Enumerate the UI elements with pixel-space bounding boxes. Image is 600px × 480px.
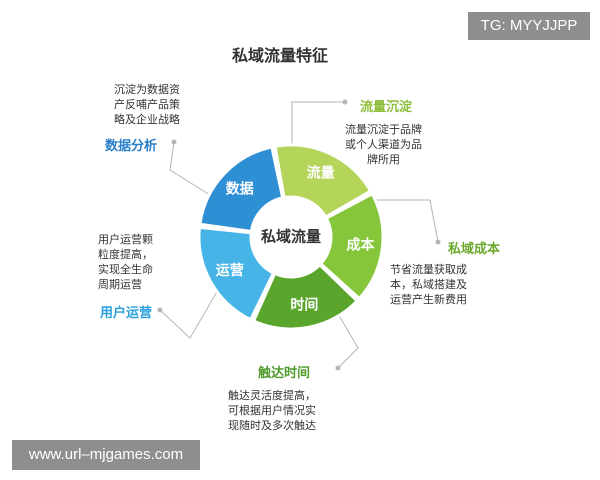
watermark-url: www.url–mjgames.com: [12, 440, 200, 470]
category-shuju-fenxi: 数据分析: [105, 139, 158, 154]
desc-line: 沉淀为数据资: [114, 83, 180, 96]
segment-label-2: 时间: [290, 297, 318, 314]
desc-line: 触达灵活度提高，: [228, 389, 316, 402]
ring-segment-3: [197, 225, 276, 322]
leader-line-3: [159, 289, 219, 339]
desc-line: 略及企业战略: [114, 113, 180, 126]
desc-liuliang: 流量沉淀于品牌 或个人渠道为品 牌所用: [345, 122, 455, 167]
leader-line-1: [372, 199, 439, 243]
desc-line: 或个人渠道为品: [345, 138, 422, 151]
ring-segment-0: [273, 143, 373, 220]
watermark-tg: TG: MYYJJPP: [468, 12, 590, 40]
leader-dot-4: [171, 139, 177, 145]
center-label: 私域流量: [260, 228, 321, 246]
leader-line-0: [291, 101, 345, 150]
desc-line: 周期运营: [98, 278, 142, 291]
leader-dot-2: [335, 365, 341, 371]
category-siyu-chengben: 私域成本: [448, 242, 501, 257]
desc-line: 现随时及多次触达: [228, 419, 316, 432]
leader-line-4: [169, 141, 211, 196]
category-yonghu-yunying: 用户运营: [100, 306, 153, 321]
desc-line: 用户运营颗: [98, 233, 153, 246]
desc-line: 本，私域搭建及: [390, 278, 467, 291]
ring-segment-1: [318, 191, 385, 301]
diagram-title: 私域流量特征: [231, 46, 328, 65]
center-disc: [253, 199, 329, 275]
desc-shuju: 沉淀为数据资 产反哺产品策 略及企业战略: [114, 82, 214, 127]
segment-label-3: 运营: [216, 262, 244, 279]
category-chuda-shijian: 触达时间: [258, 366, 311, 381]
leader-dot-3: [157, 307, 163, 313]
desc-yunying: 用户运营颗 粒度提高， 实现全生命 周期运营: [98, 232, 178, 292]
desc-line: 流量沉淀于品牌: [345, 123, 422, 136]
leader-dot-1: [435, 239, 441, 245]
segment-label-4: 数据: [226, 180, 254, 197]
desc-line: 节省流量获取成: [390, 263, 467, 276]
ring-segment-4: [198, 145, 285, 234]
leader-dot-0: [342, 99, 348, 105]
category-liuliang-chendian: 流量沉淀: [360, 100, 413, 115]
segment-label-1: 成本: [346, 237, 375, 254]
desc-chengben: 节省流量获取成 本，私域搭建及 运营产生新费用: [390, 262, 500, 307]
desc-shijian: 触达灵活度提高， 可根据用户情况实 现随时及多次触达: [228, 388, 348, 433]
desc-line: 粒度提高，: [98, 248, 153, 261]
segment-label-0: 流量: [307, 165, 335, 182]
desc-line: 可根据用户情况实: [228, 404, 316, 417]
desc-line: 产反哺产品策: [114, 98, 180, 111]
desc-line: 实现全生命: [98, 263, 153, 276]
desc-line: 牌所用: [367, 153, 400, 166]
ring-segment-2: [251, 262, 360, 331]
desc-line: 运营产生新费用: [390, 293, 467, 306]
